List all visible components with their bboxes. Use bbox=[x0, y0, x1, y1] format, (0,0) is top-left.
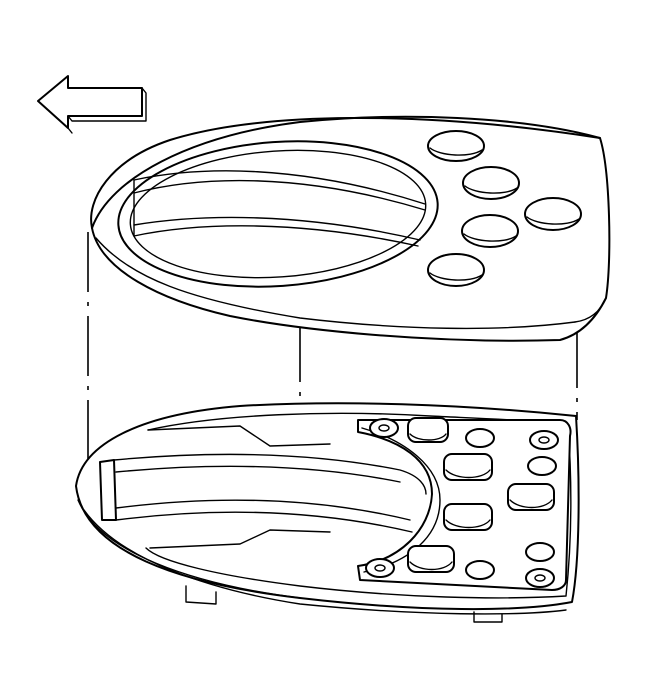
trim-plate-hole bbox=[524, 197, 582, 231]
base-button bbox=[407, 545, 455, 573]
console-trim-plate bbox=[90, 115, 611, 342]
base-round-boss bbox=[365, 558, 395, 578]
base-button bbox=[443, 503, 493, 531]
base-round-boss bbox=[529, 430, 559, 450]
base-round-boss bbox=[369, 418, 399, 438]
trim-plate-hole bbox=[461, 214, 519, 248]
direction-arrow-icon bbox=[37, 75, 147, 134]
base-round-boss bbox=[525, 542, 555, 562]
console-base bbox=[75, 402, 580, 623]
base-button bbox=[443, 453, 493, 481]
base-button bbox=[507, 483, 555, 511]
base-round-boss bbox=[527, 456, 557, 476]
base-button bbox=[407, 417, 449, 443]
base-round-boss bbox=[525, 568, 555, 588]
base-round-boss bbox=[465, 428, 495, 448]
trim-plate-hole bbox=[462, 166, 520, 200]
trim-plate-hole bbox=[427, 253, 485, 287]
trim-plate-hole bbox=[427, 130, 485, 162]
base-round-boss bbox=[465, 560, 495, 580]
